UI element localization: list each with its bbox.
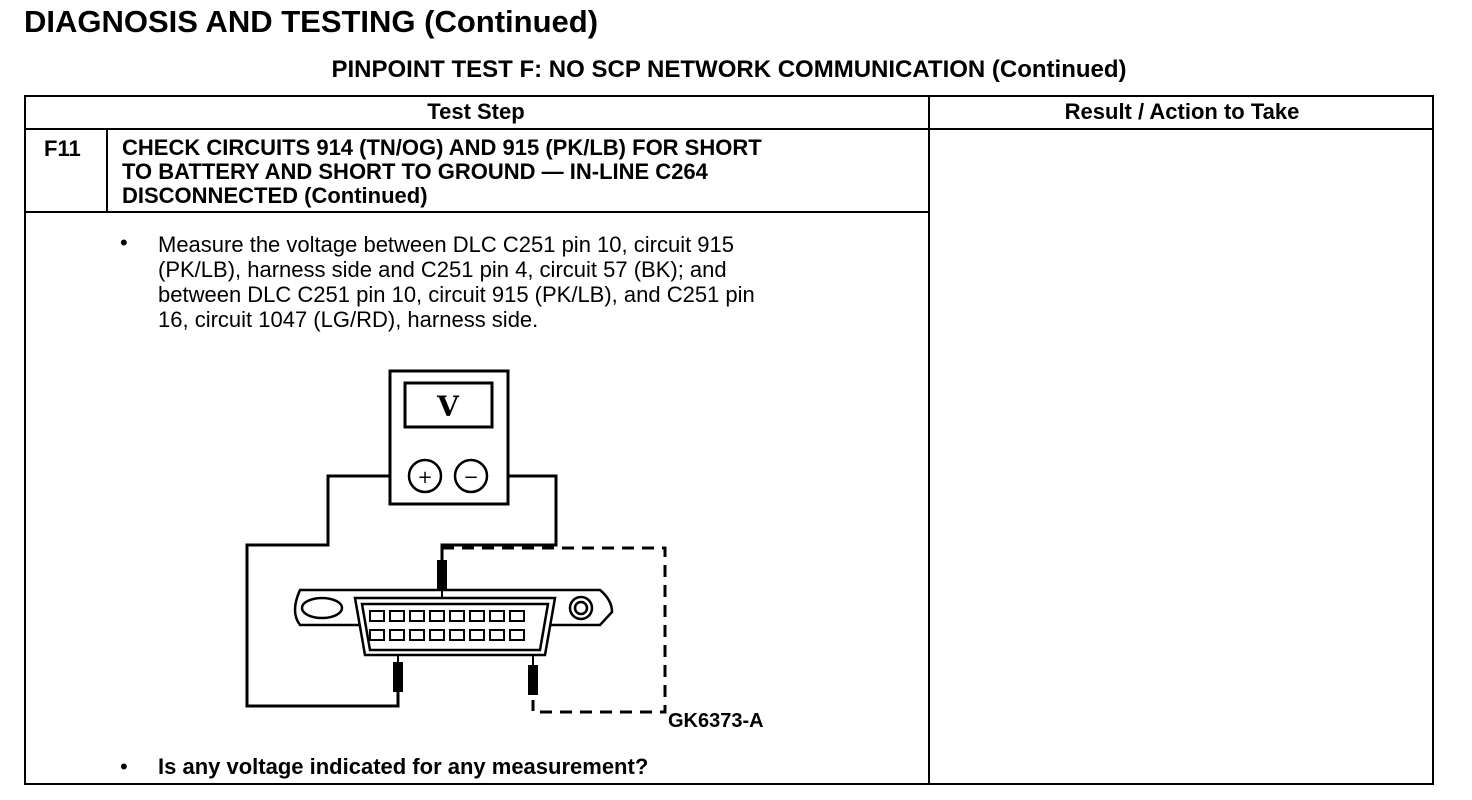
instruction-line: Measure the voltage between DLC C251 pin… [158,232,735,257]
bullet-icon: • [120,754,128,779]
header-rule [24,128,1434,130]
dlc-inner [360,602,550,652]
column-header-test-step: Test Step [427,99,525,124]
bullet-icon: • [120,230,128,255]
minus-terminal-icon [453,458,489,494]
dlc-pins [369,610,525,641]
pinpoint-test-title: PINPOINT TEST F: NO SCP NETWORK COMMUNIC… [0,56,1458,84]
test-table [24,95,1434,785]
probe-bottom-left [393,662,403,692]
step-title-line: TO BATTERY AND SHORT TO GROUND — IN-LINE… [122,159,708,184]
plus-terminal-icon [407,458,443,494]
instruction-text: Measure the voltage between DLC C251 pin… [158,232,918,332]
dlc-mount-hole-right [568,595,594,621]
voltmeter-label: V [436,390,460,423]
figure-id: GK6373-A [668,710,764,732]
dlc-housing [353,596,557,657]
page-title: DIAGNOSIS AND TESTING (Continued) [24,4,599,39]
dlc-connector [293,588,614,657]
column-header-result: Result / Action to Take [1064,99,1300,124]
instruction-line: 16, circuit 1047 (LG/RD), harness side. [158,307,539,332]
dlc-mount-hole-left [300,596,344,620]
minus-sign: − [463,467,478,488]
step-title: CHECK CIRCUITS 914 (TN/OG) AND 915 (PK/L… [122,136,922,208]
negative-lead-b [442,546,667,714]
voltmeter-body [388,369,510,506]
instruction-line: (PK/LB), harness side and C251 pin 4, ci… [158,257,727,282]
instruction-line: between DLC C251 pin 10, circuit 915 (PK… [158,282,755,307]
step-title-line: CHECK CIRCUITS 914 (TN/OG) AND 915 (PK/L… [122,135,762,160]
probe-top [437,560,447,590]
pinpoint-test-title-text: PINPOINT TEST F: NO SCP NETWORK COMMUNIC… [331,56,1127,83]
step-id-divider [106,128,108,212]
step-title-rule [24,211,930,213]
positive-lead [245,474,400,708]
plus-sign: + [417,467,432,488]
probe-bottom-right [528,665,538,695]
voltmeter-display [403,381,494,429]
dlc-mount-flange [293,588,614,627]
question-text: Is any voltage indicated for any measure… [158,754,649,779]
dlc-mount-hole-right-inner [573,600,589,616]
negative-lead-a [440,474,558,560]
step-title-line: DISCONNECTED (Continued) [122,183,428,208]
step-id: F11 [44,136,81,161]
column-divider [928,95,930,785]
